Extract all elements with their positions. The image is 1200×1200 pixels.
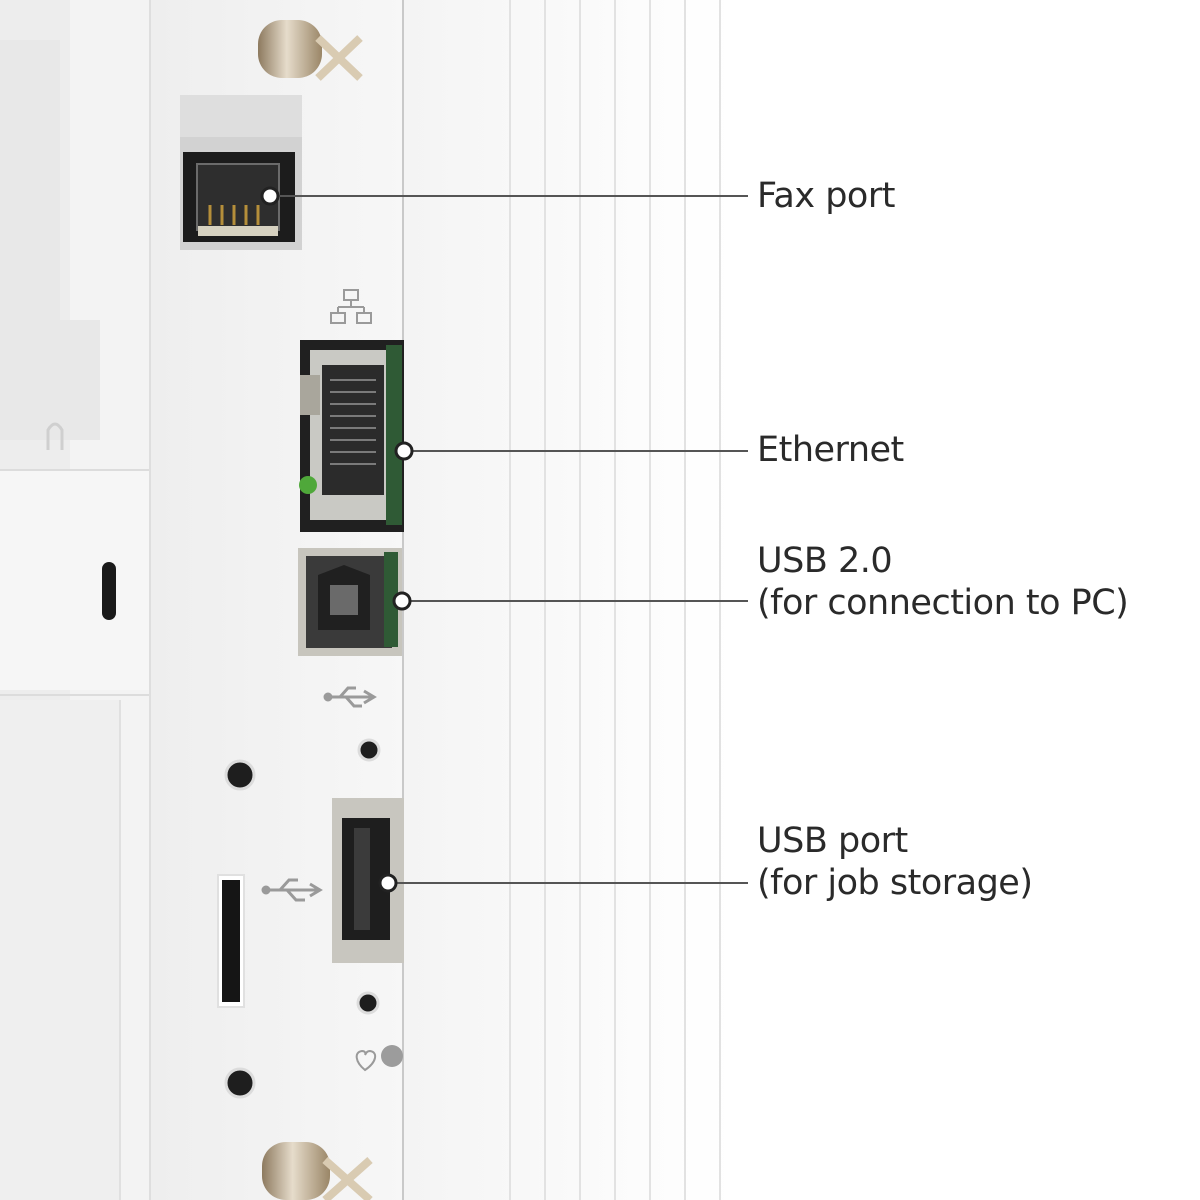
printer-housing-left <box>0 0 160 1200</box>
status-led <box>381 1045 403 1067</box>
thumb-screw-bottom <box>262 1142 373 1200</box>
usb-icon <box>261 878 323 902</box>
kensington-lock-icon <box>46 422 64 450</box>
leader-lines <box>275 195 748 884</box>
panel-slot-opening <box>222 880 240 1002</box>
network-icon <box>330 289 372 324</box>
usb-storage-label: USB port <box>757 821 908 861</box>
usb-pc-marker <box>392 591 412 611</box>
usb-storage-sublabel: (for job storage) <box>757 863 1033 903</box>
usb-storage-marker <box>378 873 398 893</box>
heart-icon <box>355 1049 377 1072</box>
panel-hole <box>357 738 381 762</box>
usb-pc-sublabel: (for connection to PC) <box>757 583 1129 623</box>
usb-pc-label: USB 2.0 <box>757 541 893 581</box>
fax-port-label: Fax port <box>757 176 895 216</box>
panel-hole <box>224 759 256 791</box>
panel-hole <box>356 991 380 1015</box>
security-slot <box>102 562 116 620</box>
panel-hole <box>224 1067 256 1099</box>
ethernet-activity-led <box>299 476 317 494</box>
fax-port <box>180 95 302 250</box>
ethernet-port <box>299 340 404 532</box>
usb-b-port <box>298 548 402 656</box>
ethernet-label: Ethernet <box>757 430 904 470</box>
callout-markers <box>260 186 414 893</box>
thumb-screw-top <box>258 20 363 81</box>
ethernet-marker <box>394 441 414 461</box>
fax-marker <box>260 186 280 206</box>
usb-icon <box>323 686 377 708</box>
usb-a-port <box>332 798 404 963</box>
